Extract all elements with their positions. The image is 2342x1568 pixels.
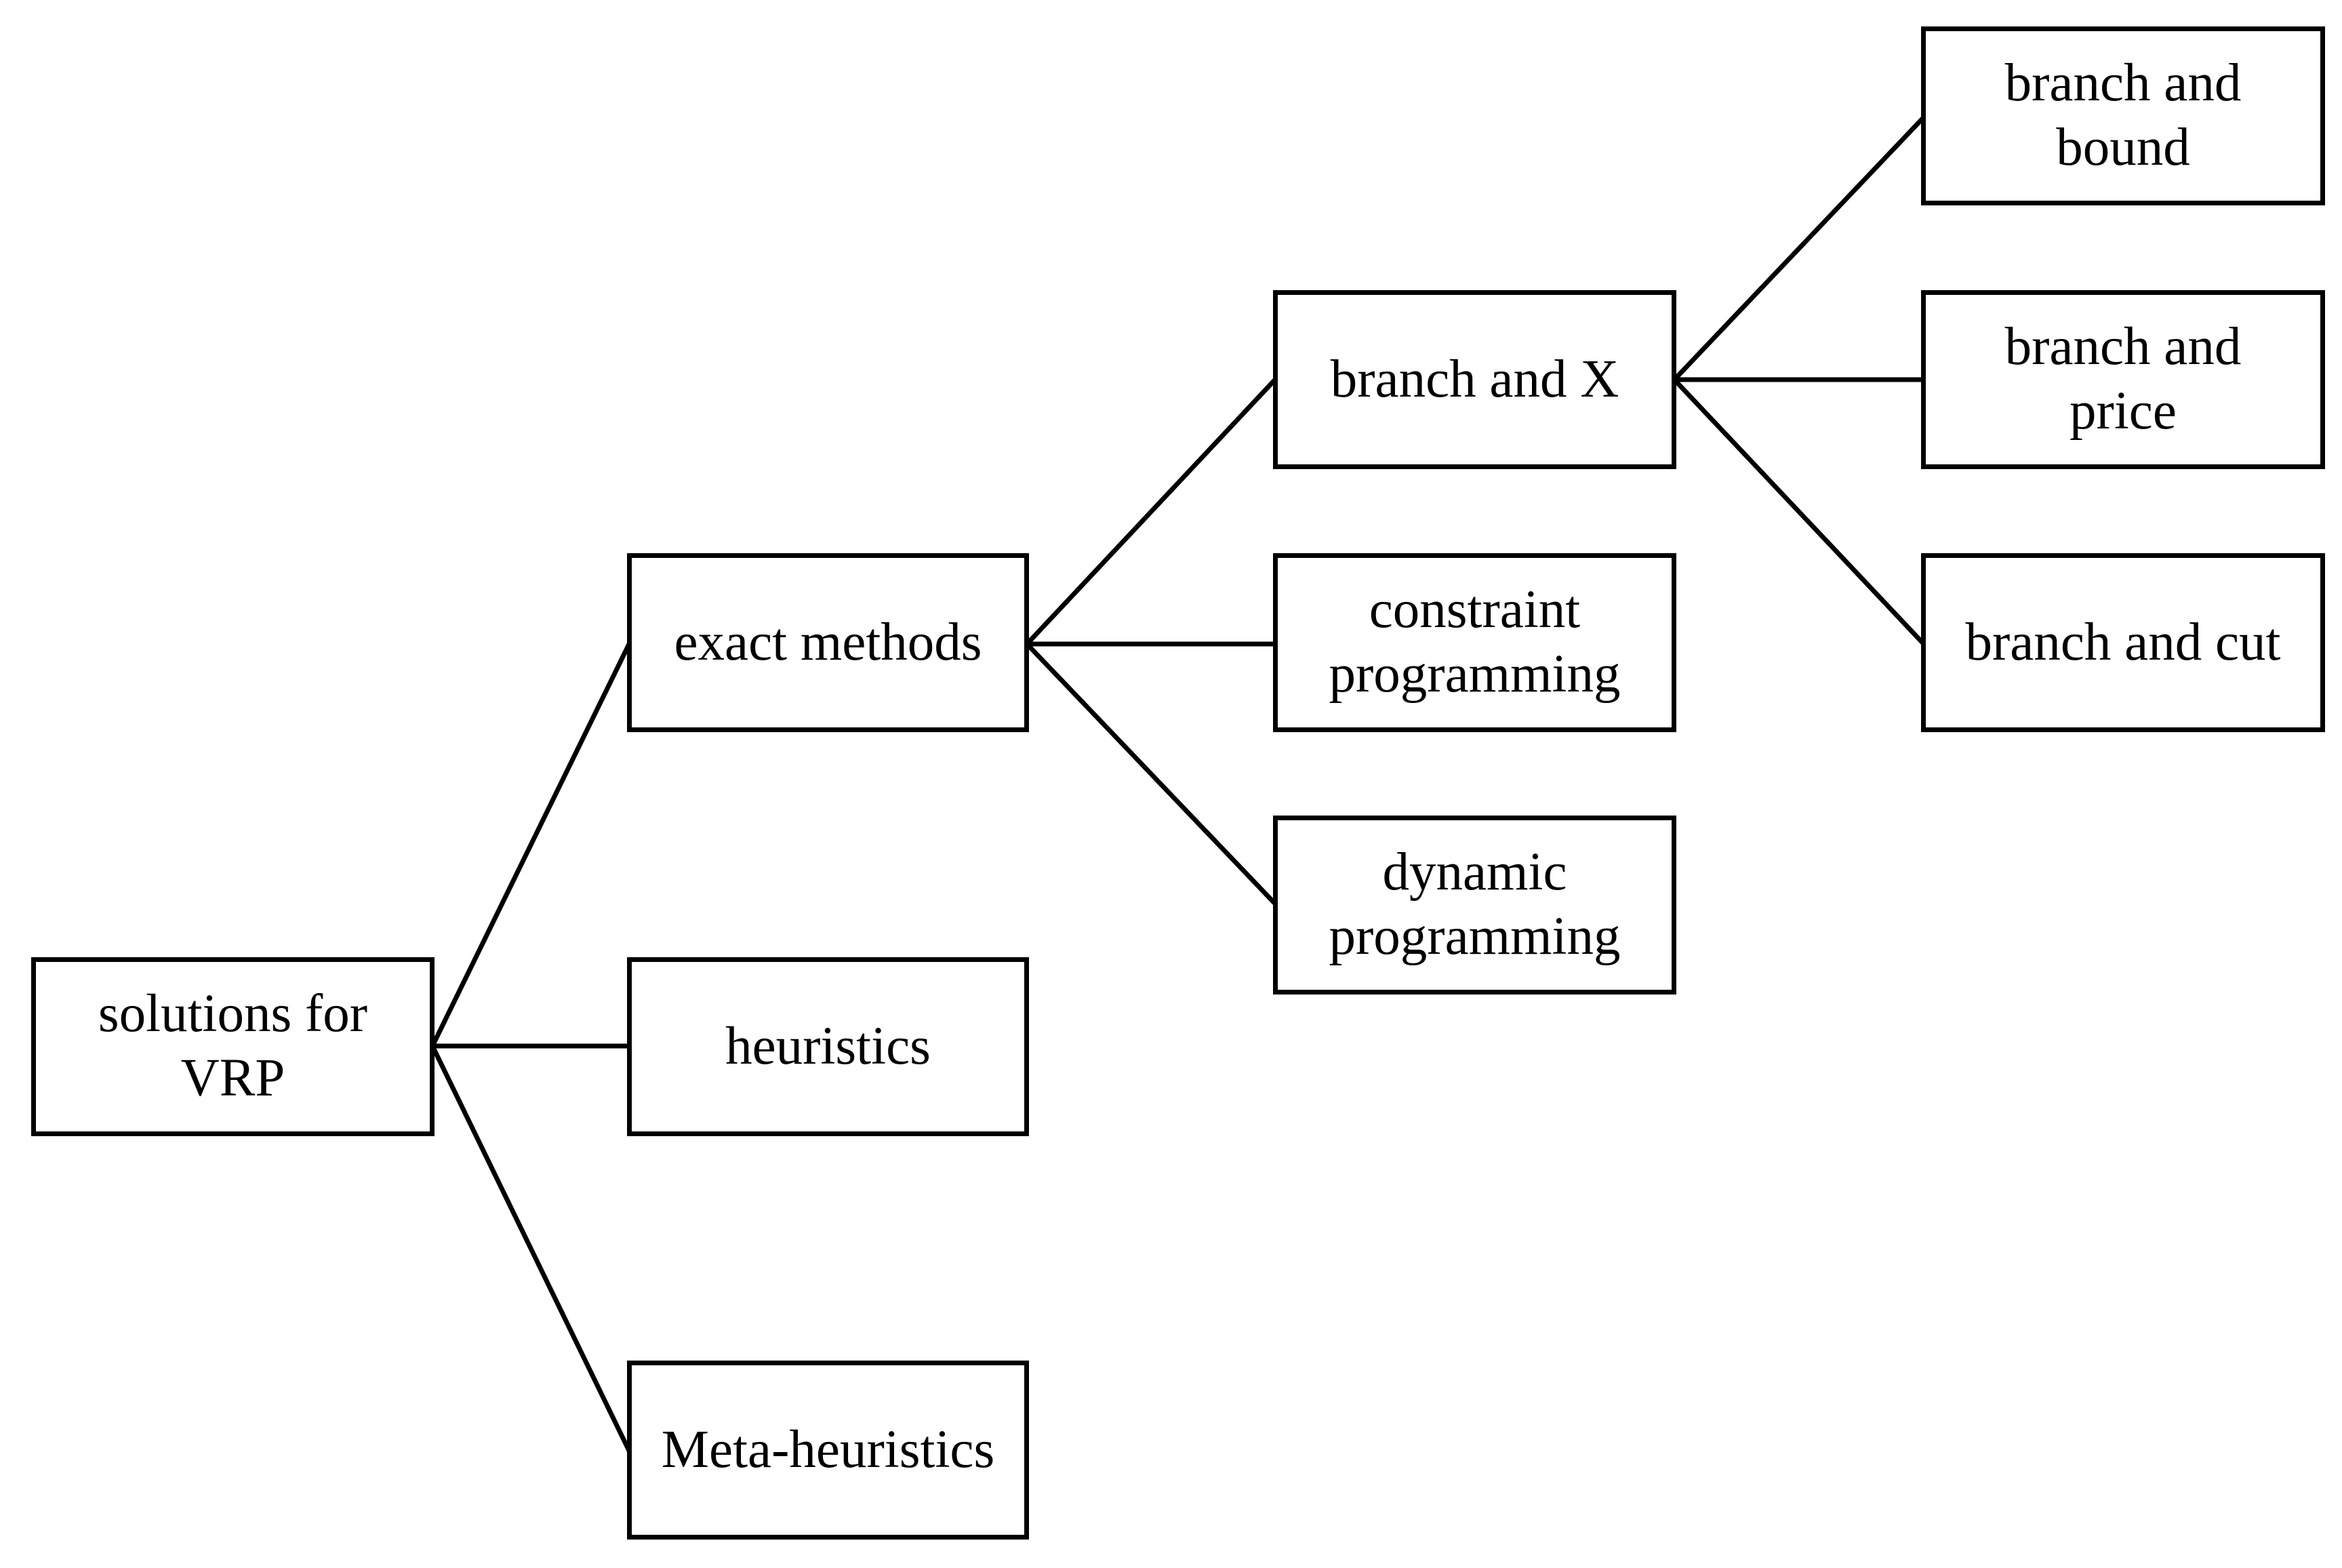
- edge-root-exact: [429, 641, 632, 1049]
- node-branch-and-bound: branch and bound: [1921, 26, 2325, 205]
- node-line: solutions for: [98, 984, 368, 1044]
- node-line: branch and X: [1330, 349, 1619, 409]
- node-line: branch and cut: [1965, 612, 2281, 672]
- node-line: dynamic: [1382, 843, 1567, 902]
- node-line: VRP: [180, 1049, 285, 1108]
- node-branch-and-x: branch and X: [1273, 290, 1676, 469]
- node-line: programming: [1329, 907, 1621, 966]
- node-line: branch and: [2004, 54, 2242, 113]
- node-branch-and-price: branch and price: [1921, 290, 2325, 469]
- node-line: price: [2070, 382, 2177, 441]
- edge-branch-x-bnc: [1671, 376, 1927, 647]
- node-line: branch and: [2004, 317, 2242, 377]
- node-branch-and-cut: branch and cut: [1921, 553, 2325, 732]
- node-heuristics: heuristics: [627, 957, 1029, 1136]
- node-line: programming: [1329, 645, 1621, 704]
- edge-exact-dynamic: [1024, 641, 1278, 907]
- node-constraint-programming: constraint programming: [1273, 553, 1676, 732]
- edge-exact-branch-x: [1024, 376, 1278, 647]
- node-line: exact methods: [674, 612, 982, 672]
- node-solutions-for-vrp: solutions for VRP: [31, 957, 435, 1136]
- node-exact-methods: exact methods: [627, 553, 1029, 732]
- node-line: constraint: [1369, 580, 1581, 640]
- node-line: heuristics: [725, 1016, 931, 1076]
- node-line: bound: [2056, 118, 2190, 177]
- node-dynamic-programming: dynamic programming: [1273, 816, 1676, 994]
- node-line: Meta-heuristics: [661, 1420, 995, 1479]
- edge-branch-x-bnb: [1671, 114, 1927, 383]
- node-meta-heuristics: Meta-heuristics: [627, 1361, 1029, 1540]
- edge-root-meta: [429, 1043, 632, 1454]
